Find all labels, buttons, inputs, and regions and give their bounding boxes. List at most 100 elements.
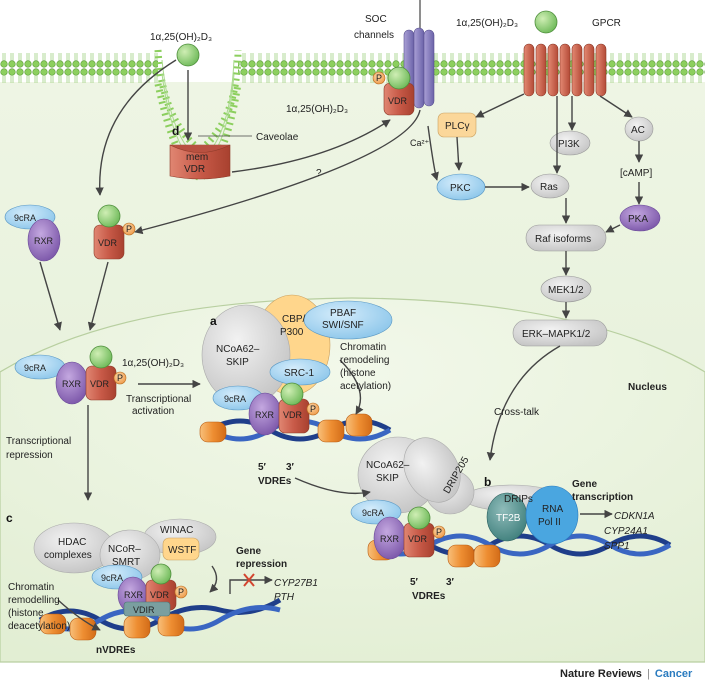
letter-b: b [484, 475, 491, 489]
membrane-p-label: P [376, 73, 382, 83]
three-prime-b: 3′ [446, 577, 455, 588]
complex-c-p-label: P [178, 587, 184, 597]
gene-cyp24a1: CYP24A1 [604, 526, 648, 537]
letter-d: d [172, 124, 179, 138]
wstf-node [162, 537, 200, 561]
cyto-p-label: P [126, 224, 132, 234]
raf-label: Raf isoforms [535, 234, 591, 245]
drips-label: DRIPs [504, 494, 533, 505]
mem-label: mem [186, 152, 208, 163]
soc-label-1: SOC [365, 14, 387, 25]
cyto-rxr-label: RXR [34, 236, 54, 246]
tf2b-label: TF2B [496, 513, 521, 524]
hdac-label-2: complexes [44, 550, 92, 561]
complex-c-vdr-label: VDR [150, 590, 170, 600]
ncor-label-1: NCoR– [108, 544, 141, 555]
vdir-node [123, 601, 171, 617]
ca-label: Ca²⁺ [410, 138, 430, 148]
complex-b-9cra-label: 9cRA [362, 508, 384, 518]
nuc-p-label: P [117, 373, 123, 383]
soc-label-2: channels [354, 30, 394, 41]
complex-b-p-label: P [436, 527, 442, 537]
cbp-label-2: P300 [280, 327, 304, 338]
nuc-9cra-label: 9cRA [24, 363, 46, 373]
nuc-vdr-label: VDR [90, 379, 110, 389]
pkc-label: PKC [450, 183, 471, 194]
complex-b-rxr-label: RXR [380, 534, 400, 544]
ligand-ball-top-left [176, 43, 200, 67]
pbaf-node [303, 300, 393, 340]
repression-label-1: Transcriptional [6, 436, 71, 447]
pi3k-node [549, 130, 591, 156]
vdres-a-label: VDREs [258, 476, 292, 487]
cbp-label-1: CBP/ [282, 314, 306, 325]
ncoa62-b-label-2: SKIP [376, 473, 399, 484]
chromatin-c-label-2: remodelling [8, 595, 60, 606]
pi3k-label: PI3K [558, 139, 580, 150]
mem-vdr-shape [169, 144, 231, 180]
ncoa62-b-label-1: NCoA62– [366, 460, 410, 471]
arrows [39, 59, 644, 631]
gpcr-ligand-ball [534, 10, 558, 34]
journal-footer: Nature Reviews | Cancer [560, 668, 692, 680]
activation-label-2: activation [132, 406, 174, 417]
complex-a-9cra-label: 9cRA [224, 394, 246, 404]
ligand-label-nuclear: 1α,25(OH)₂D₃ [122, 358, 184, 369]
complex-c-rxr-label: RXR [124, 590, 144, 600]
cyto-vdr-label: VDR [98, 238, 118, 248]
caveolae-label: Caveolae [256, 132, 299, 143]
nucleus-label: Nucleus [628, 382, 667, 393]
gene-transcription-label-1: Gene [572, 479, 597, 490]
pbaf-label-2: SWI/SNF [322, 320, 364, 331]
rnapol-label-1: RNA [542, 504, 563, 515]
rnapol-node [525, 485, 579, 545]
gene-pth: PTH [274, 592, 295, 603]
cyto-rxr [27, 218, 61, 262]
ncor-label-2: SMRT [112, 557, 140, 568]
nvdres-label: nVDREs [96, 645, 136, 656]
plcg-label: PLCγ [445, 121, 469, 132]
nuc-rxr-label: RXR [62, 379, 82, 389]
pka-node [619, 204, 661, 232]
complex-a-rxr-label: RXR [255, 410, 275, 420]
ligand-label-top-left: 1α,25(OH)₂D₃ [150, 32, 212, 43]
ncoa62-a-label-1: NCoA62– [216, 344, 260, 355]
ac-label: AC [631, 125, 645, 136]
ligand-label-top-right: 1α,25(OH)₂D₃ [456, 18, 518, 29]
chromatin-a-label-1: Chromatin [340, 342, 386, 353]
repression-label-2: repression [6, 450, 53, 461]
footer-separator: | [647, 668, 650, 680]
drip205-node [403, 437, 461, 503]
rnapol-label-2: Pol II [538, 517, 561, 528]
gene-cyp27b1: CYP27B1 [274, 578, 318, 589]
journal-name: Nature Reviews [560, 668, 642, 680]
complex-a-p-label: P [310, 404, 316, 414]
wstf-label: WSTF [168, 545, 196, 556]
pbaf-label-1: PBAF [330, 308, 356, 319]
src1-label: SRC-1 [284, 368, 314, 379]
chromatin-a-label-2: remodeling [340, 355, 389, 366]
chromatin-c-label-1: Chromatin [8, 582, 54, 593]
nucleus-region [0, 297, 705, 663]
letter-c: c [6, 511, 13, 525]
five-prime-a: 5′ [258, 462, 267, 473]
gene-spp1: SPP1 [604, 541, 630, 552]
hdac-label-1: HDAC [58, 537, 86, 548]
gpcr-label: GPCR [592, 18, 621, 29]
vdir-label: VDIR [133, 605, 155, 615]
complex-c-9cra-label: 9cRA [101, 573, 123, 583]
chromatin-a-label-4: acetylation) [340, 381, 391, 392]
vdres-b-label: VDREs [412, 591, 446, 602]
dna-c [38, 597, 282, 641]
src1-node [269, 358, 331, 386]
question-label: ? [316, 168, 322, 179]
journal-section: Cancer [654, 668, 693, 680]
complex-b-vdr-label: VDR [408, 534, 428, 544]
chromatin-a-label-3: (histone [340, 368, 376, 379]
gene-cdkn1a: CDKN1A [614, 511, 655, 522]
gene-repression-label-1: Gene [236, 546, 261, 557]
membrane-vdr-complex [372, 66, 415, 116]
ras-label: Ras [540, 182, 558, 193]
